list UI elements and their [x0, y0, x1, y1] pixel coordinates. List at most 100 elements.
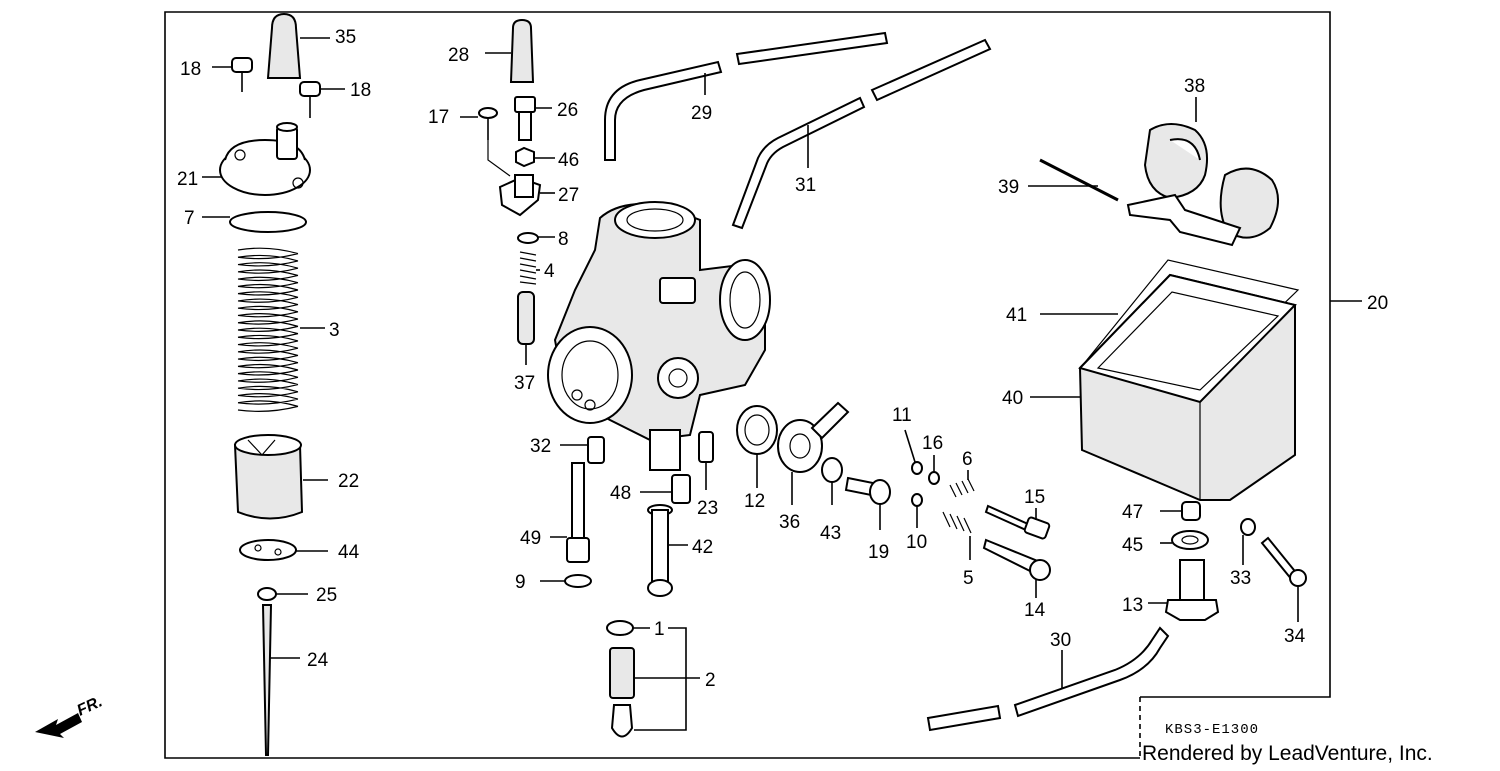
- callout-4: 4: [544, 261, 555, 282]
- part-30-drain-tube: [926, 626, 1170, 732]
- callout-27: 27: [558, 185, 579, 206]
- part-1-washer: [606, 620, 650, 636]
- callout-33: 33: [1230, 568, 1251, 589]
- part-36-fuel-banjo: [777, 401, 850, 505]
- part-42-needle-jet-holder: [647, 504, 688, 597]
- callout-28: 28: [448, 45, 469, 66]
- part-22-throttle-valve: [233, 434, 328, 520]
- callout-2: 2: [705, 670, 716, 691]
- part-45-washer: [1160, 530, 1209, 550]
- part-39-float-pin: [1028, 158, 1119, 202]
- callout-8: 8: [558, 229, 569, 250]
- callout-25: 25: [316, 585, 337, 606]
- part-5-spring: [942, 511, 972, 560]
- callout-32: 32: [530, 436, 551, 457]
- part-15-pilot-screw: [984, 504, 1051, 540]
- part-18-screw-a: [212, 57, 253, 92]
- part-31-overflow-tube: [731, 38, 992, 230]
- callout-16: 16: [922, 433, 943, 454]
- callout-36: 36: [779, 512, 800, 533]
- part-14-throttle-stop-screw: [982, 538, 1051, 598]
- callout-26: 26: [557, 100, 578, 121]
- part-40-float-chamber: [1030, 273, 1297, 501]
- part-49-needle-jet: [550, 462, 590, 563]
- direction-label: FR.: [75, 693, 106, 719]
- callout-20: 20: [1367, 293, 1388, 314]
- callout-24: 24: [307, 650, 329, 671]
- part-46-nut: [515, 146, 555, 168]
- part-44-needle-clip-plate: [239, 539, 328, 561]
- callout-labels: 35 18 18 21 7 3 22 44 25 24 28 26 17 46 …: [177, 27, 1388, 691]
- callout-1: 1: [654, 619, 665, 640]
- part-47-drain-plug-o-ring: [1160, 501, 1201, 521]
- callout-38: 38: [1184, 76, 1205, 97]
- render-credit: Rendered by LeadVenture, Inc.: [1142, 742, 1433, 765]
- callout-12: 12: [744, 491, 765, 512]
- part-13-main-jet-plug: [1148, 559, 1220, 621]
- callout-46: 46: [558, 150, 579, 171]
- part-25-needle-clip: [257, 587, 308, 601]
- part-26-cable-adjuster: [514, 96, 552, 141]
- part-4-spring: [519, 251, 540, 285]
- callout-35: 35: [335, 27, 356, 48]
- part-10-o-ring: [911, 493, 923, 528]
- part-32-pilot-jet: [560, 436, 605, 464]
- callout-18b: 18: [350, 80, 371, 101]
- callout-45: 45: [1122, 535, 1143, 556]
- callout-17: 17: [428, 107, 449, 128]
- part-28-cable-boot: [485, 18, 535, 83]
- callout-44: 44: [338, 542, 360, 563]
- callout-7: 7: [184, 208, 195, 229]
- callout-18a: 18: [180, 59, 201, 80]
- part-48-jet: [640, 474, 691, 504]
- callout-39: 39: [998, 177, 1019, 198]
- callout-42: 42: [692, 537, 713, 558]
- part-38-float: [1126, 97, 1279, 247]
- callout-47: 47: [1122, 502, 1143, 523]
- part-37-starter-plunger: [517, 291, 535, 365]
- part-16-washer: [928, 455, 940, 485]
- callout-3: 3: [329, 320, 340, 341]
- part-19-banjo-bolt: [844, 476, 891, 530]
- part-33-o-ring: [1240, 518, 1256, 565]
- part-18-screw-b: [299, 81, 345, 118]
- part-17-screw: [460, 107, 511, 177]
- part-34-drain-screw: [1260, 536, 1307, 622]
- part-29-air-vent-tube: [604, 31, 889, 161]
- part-12-filter-screen: [736, 405, 778, 488]
- callout-30: 30: [1050, 630, 1071, 651]
- callout-11: 11: [892, 405, 912, 426]
- callout-14: 14: [1024, 600, 1046, 621]
- callout-9: 9: [515, 572, 526, 593]
- callout-10: 10: [906, 532, 927, 553]
- callout-49: 49: [520, 528, 541, 549]
- callout-5: 5: [963, 568, 974, 589]
- part-carburetor-body: [547, 201, 771, 471]
- callout-19: 19: [868, 542, 889, 563]
- part-21-carburetor-top-cap: [202, 122, 311, 196]
- callout-43: 43: [820, 523, 841, 544]
- front-direction-arrow: FR.: [35, 693, 105, 738]
- part-9-o-ring: [540, 574, 592, 588]
- callout-48: 48: [610, 483, 631, 504]
- callout-31: 31: [795, 175, 816, 196]
- part-23-jet: [698, 431, 714, 490]
- diagram-code: KBS3-E1300: [1165, 722, 1259, 738]
- part-2-float-valve-seat: [609, 627, 700, 738]
- diagram-frame: [164, 11, 1331, 760]
- part-27-cable-holder-plate: [498, 174, 555, 217]
- part-11-o-ring: [904, 429, 923, 475]
- callout-21: 21: [177, 169, 198, 190]
- part-6-spring: [949, 470, 975, 498]
- callout-15: 15: [1024, 487, 1045, 508]
- callout-29: 29: [691, 103, 712, 124]
- part-35-cap-boot: [266, 12, 330, 79]
- callout-13: 13: [1122, 595, 1143, 616]
- part-24-jet-needle: [261, 604, 300, 756]
- part-7-o-ring: [202, 211, 307, 233]
- callout-22: 22: [338, 471, 359, 492]
- callout-34: 34: [1284, 626, 1306, 647]
- part-8-washer: [517, 232, 555, 244]
- part-3-throttle-valve-spring: [237, 247, 325, 412]
